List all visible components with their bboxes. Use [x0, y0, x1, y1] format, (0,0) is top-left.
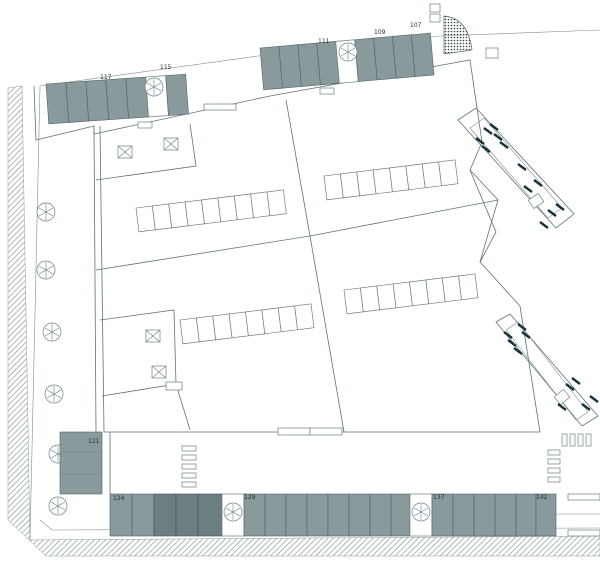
- shop-strip-top-left: [45, 73, 189, 125]
- tree-icon: [42, 322, 62, 342]
- stall-row-3: [179, 303, 315, 345]
- parking-marks-lower: [503, 323, 599, 411]
- unit-label-109: 109: [374, 29, 386, 36]
- unit-label-129: 129: [244, 494, 256, 501]
- unit-label-142: 142: [536, 494, 548, 501]
- unit-label-111: 111: [318, 38, 330, 45]
- unit-label-115: 115: [160, 64, 172, 71]
- skylight-icon: [117, 137, 179, 379]
- tree-icon: [44, 384, 64, 404]
- tree-icon: [36, 202, 56, 222]
- unit-label-137: 137: [433, 494, 445, 501]
- stall-row-4: [343, 273, 479, 315]
- unit-label-107: 107: [410, 22, 422, 29]
- building-outline: [33, 59, 541, 494]
- boundary-wall: [7, 85, 600, 557]
- stall-row-2: [323, 159, 459, 201]
- tree-icon: [144, 77, 164, 97]
- hatch-corner-icon: [443, 15, 473, 55]
- stall-row-1: [135, 189, 287, 233]
- corner-marker: [429, 13, 441, 23]
- unit-label-124: 124: [113, 495, 125, 502]
- corner-marker: [485, 47, 499, 59]
- tree-icon: [338, 42, 358, 62]
- ramp-lower-right: [495, 313, 599, 427]
- parking-marks-upper: [475, 123, 565, 229]
- corner-marker: [429, 3, 441, 13]
- shop-strip-top-right: [259, 32, 435, 91]
- tree-icon: [36, 260, 56, 280]
- shop-121: [59, 431, 103, 495]
- crosswalk-right: [547, 433, 592, 483]
- shop-strip-bottom: [109, 493, 557, 537]
- unit-label-121: 121: [88, 438, 100, 445]
- tree-icon: [411, 502, 431, 522]
- unit-label-117: 117: [100, 74, 112, 81]
- ramp-upper-right: [457, 107, 575, 229]
- entrance-doors: [137, 87, 343, 436]
- tree-icon: [48, 496, 68, 516]
- crosswalk-left: [181, 445, 197, 488]
- entrance-bottom-right: [556, 493, 600, 537]
- tree-icon: [223, 502, 243, 522]
